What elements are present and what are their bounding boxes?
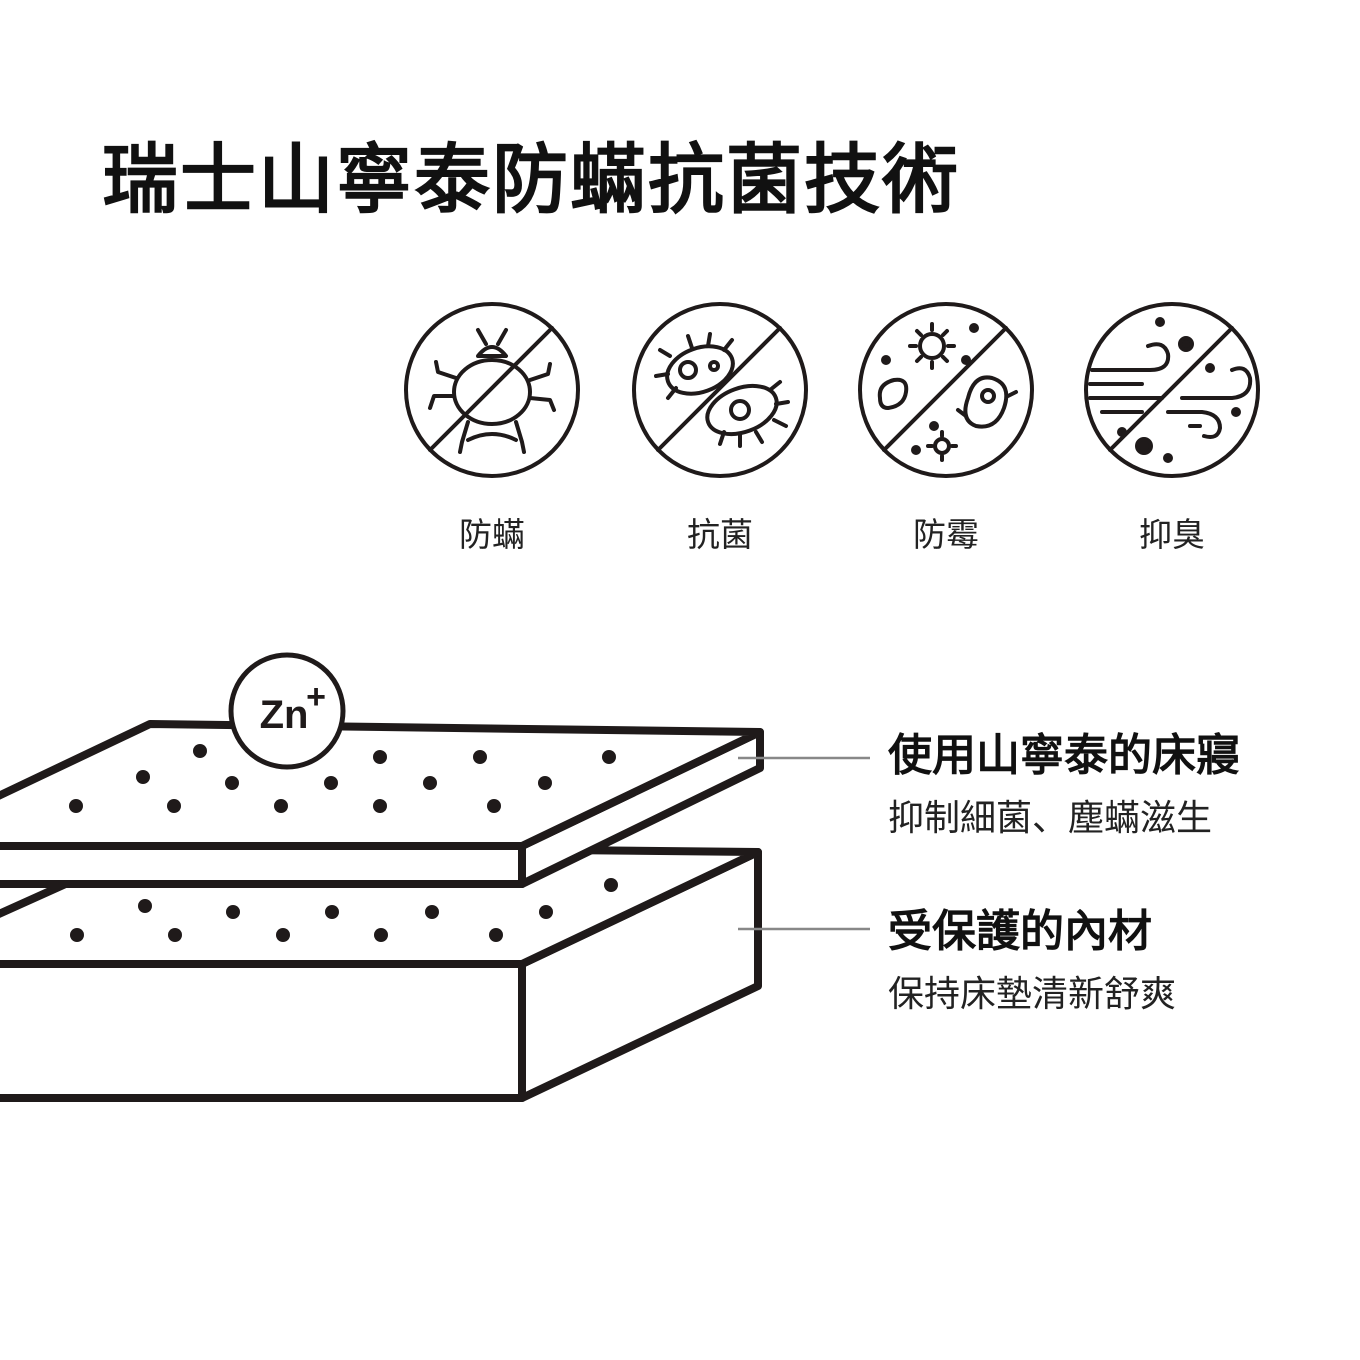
- callout-subtitle: 抑制細菌、塵蟎滋生: [888, 797, 1213, 839]
- zinc-symbol: Zn: [260, 693, 309, 737]
- zinc-ion-badge: Zn +: [228, 652, 346, 770]
- dust-mite-crossed-icon: [404, 302, 580, 478]
- callout-title: 使用山寧泰的床寢: [888, 730, 1240, 781]
- feature-label: 抗菌: [687, 515, 753, 554]
- feature-label: 防霉: [913, 515, 979, 554]
- callout-subtitle: 保持床墊清新舒爽: [888, 973, 1177, 1015]
- bedding-front-face: [0, 842, 526, 888]
- feature-anti-mold: 防霉: [856, 300, 1036, 560]
- feature-label: 防蟎: [459, 515, 525, 554]
- zinc-charge: +: [306, 678, 326, 716]
- page-title: 瑞士山寧泰防蟎抗菌技術: [102, 135, 960, 224]
- bedding-top-face: [0, 720, 764, 850]
- feature-anti-mite: 防蟎: [402, 300, 582, 560]
- feature-icon-row: 防蟎 抗菌: [402, 300, 1262, 560]
- inner-material-front-face: [0, 960, 526, 1102]
- callout-title: 受保護的內材: [888, 906, 1152, 957]
- feature-deodorize: 抑臭: [1082, 300, 1262, 560]
- feature-label: 抑臭: [1139, 515, 1205, 554]
- zinc-ion-dots-bottom: [70, 878, 618, 942]
- callout-bedding: 使用山寧泰的床寢 抑制細菌、塵蟎滋生: [888, 730, 1240, 840]
- odor-crossed-icon: [1084, 302, 1260, 478]
- bacteria-crossed-icon: [632, 302, 808, 478]
- mattress-layer-diagram: Zn +: [0, 652, 870, 1102]
- mold-crossed-icon: [858, 302, 1034, 478]
- feature-antibacterial: 抗菌: [630, 300, 810, 560]
- callout-inner-material: 受保護的內材 保持床墊清新舒爽: [888, 906, 1176, 1016]
- zinc-ion-dots-top: [69, 744, 616, 813]
